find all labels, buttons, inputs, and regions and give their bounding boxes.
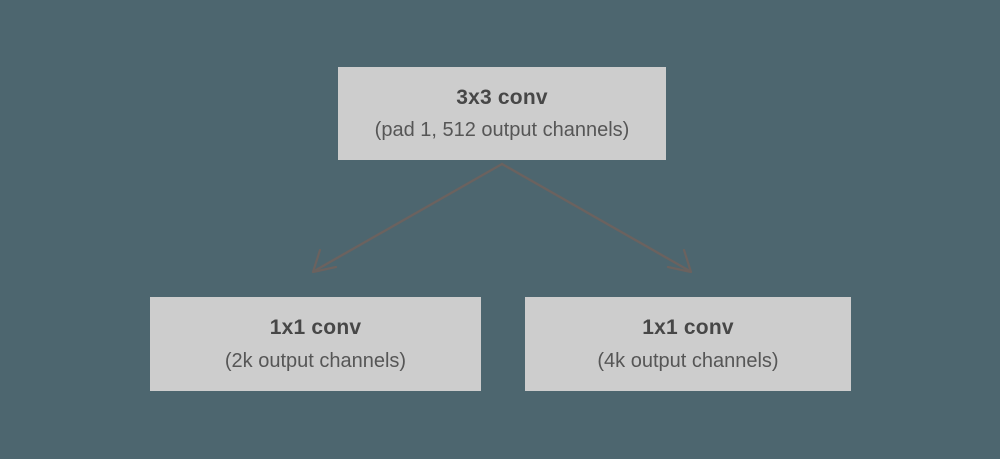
- node-title: 3x3 conv: [456, 85, 548, 109]
- node-1x1-conv-2k: 1x1 conv (2k output channels): [150, 297, 481, 391]
- arrow-root-to-cls: [314, 162, 504, 272]
- arrow-root-to-reg: [500, 162, 690, 272]
- node-subtitle: (pad 1, 512 output channels): [374, 119, 630, 142]
- node-subtitle: (4k output channels): [597, 349, 779, 372]
- node-3x3-conv: 3x3 conv (pad 1, 512 output channels): [338, 67, 666, 160]
- arrow-root-to-reg-head: [666, 248, 693, 274]
- node-subtitle: (2k output channels): [224, 349, 407, 372]
- node-title: 1x1 conv: [269, 316, 362, 340]
- node-1x1-conv-4k: 1x1 conv (4k output channels): [525, 297, 851, 391]
- node-title: 1x1 conv: [642, 316, 734, 340]
- arrow-root-to-cls-head: [311, 248, 338, 274]
